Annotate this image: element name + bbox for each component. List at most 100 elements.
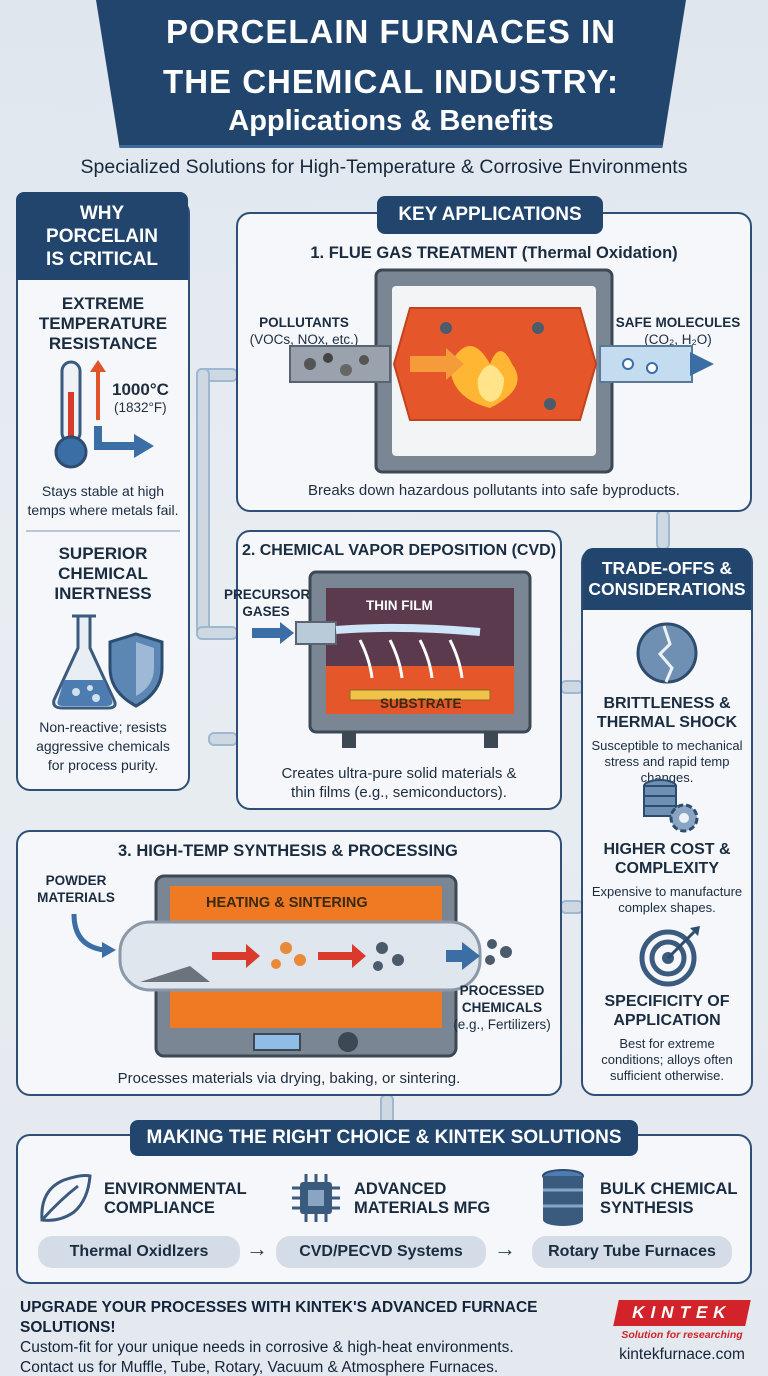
powder-label: POWDER MATERIALS: [28, 872, 124, 906]
cost-heading: HIGHER COST & COMPLEXITY: [583, 840, 751, 878]
brittleness-heading: BRITTLENESS & THERMAL SHOCK: [583, 694, 751, 732]
brittle-head-2: THERMAL SHOCK: [596, 714, 738, 731]
precursor-2: GASES: [242, 604, 290, 619]
thermal-oxidizers-pill[interactable]: Thermal Oxidlzers: [38, 1236, 240, 1268]
advanced-materials-label: ADVANCED MATERIALS MFG: [354, 1180, 490, 1218]
cost-head-1: HIGHER COST &: [603, 841, 731, 858]
leaf-icon: [40, 1174, 92, 1222]
choice-tag: MAKING THE RIGHT CHOICE & KINTEK SOLUTIO…: [130, 1120, 638, 1156]
why-tag-line2: PORCELAIN: [46, 225, 158, 247]
adv-1: ADVANCED: [354, 1180, 447, 1198]
website-link[interactable]: kintekfurnace.com: [619, 1346, 745, 1363]
coins-gear-icon: [643, 779, 699, 833]
inert-head-1: SUPERIOR: [58, 544, 148, 563]
specificity-heading: SPECIFICITY OF APPLICATION: [583, 992, 751, 1030]
connector-pipe: [196, 626, 238, 640]
flue-gas-oxidizer-illustration: [289, 268, 714, 474]
divider: [26, 530, 180, 532]
specificity-description: Best for extreme conditions; alloys ofte…: [585, 1036, 749, 1084]
rotary-tube-pill[interactable]: Rotary Tube Furnaces: [532, 1236, 732, 1268]
temp-desc-1: Stays stable at high: [41, 483, 165, 499]
barrel-icon: [542, 1169, 584, 1226]
header-banner: PORCELAIN FURNACES IN THE CHEMICAL INDUS…: [96, 0, 686, 148]
precursor-label: PRECURSOR GASES: [224, 586, 311, 620]
rotary-tube-furnace-illustration: [71, 874, 512, 1058]
inert-desc-1: Non-reactive; resists: [39, 719, 167, 735]
key-applications-tag: KEY APPLICATIONS: [377, 196, 603, 234]
brittle-desc-1: Susceptible to mechanical: [591, 738, 743, 753]
footer-line3: Contact us for Muffle, Tube, Rotary, Vac…: [20, 1359, 499, 1376]
safe-text: SAFE MOLECULES: [615, 315, 741, 330]
why-tag-line1: WHY: [79, 202, 125, 224]
thin-film-label: THIN FILM: [366, 598, 433, 613]
cost-desc-2: complex shapes.: [618, 900, 716, 915]
inertness-heading: SUPERIOR CHEMICAL INERTNESS: [22, 544, 184, 604]
heating-sintering-label: HEATING & SINTERING: [206, 895, 368, 911]
spec-desc-2: conditions; alloys often: [601, 1052, 733, 1067]
inert-desc-2: aggressive chemicals: [36, 738, 170, 754]
cvd-chamber-illustration: [252, 570, 532, 748]
arrow-icon: →: [246, 1236, 268, 1261]
inert-head-2: CHEMICAL: [58, 564, 148, 583]
header-title-line3: Applications & Benefits: [228, 105, 554, 137]
flue-gas-description: Breaks down hazardous pollutants into sa…: [308, 482, 680, 499]
spec-head-2: APPLICATION: [613, 1012, 721, 1029]
cvd-title: 2. CHEMICAL VAPOR DEPOSITION (CVD): [241, 542, 557, 559]
pollutants-label: POLLUTANTS (VOCs, NOx, etc.): [244, 314, 364, 348]
temp-celsius: 1000°C: [112, 380, 169, 399]
bulk-chemical-label: BULK CHEMICAL SYNTHESIS: [600, 1180, 738, 1218]
brittleness-description: Susceptible to mechanical stress and rap…: [585, 738, 749, 786]
temp-head-3: RESISTANCE: [48, 334, 158, 353]
temperature-description: Stays stable at high temps where metals …: [22, 482, 184, 520]
environmental-compliance-label: ENVIRONMENTAL COMPLIANCE: [104, 1180, 247, 1218]
connector-pipe: [208, 732, 238, 746]
spec-desc-1: Best for extreme: [619, 1036, 715, 1051]
synthesis-title: 3. HIGH-TEMP SYNTHESIS & PROCESSING: [118, 842, 458, 860]
footer-cta: UPGRADE YOUR PROCESSES WITH KINTEK'S ADV…: [20, 1299, 538, 1336]
subtitle: Specialized Solutions for High-Temperatu…: [80, 156, 688, 178]
why-porcelain-tag: WHY PORCELAIN IS CRITICAL: [16, 192, 188, 280]
cost-head-2: COMPLEXITY: [614, 860, 719, 877]
cost-description: Expensive to manufacture complex shapes.: [585, 884, 749, 916]
brittle-head-1: BRITTLENESS &: [603, 695, 731, 712]
pollutants-sub: (VOCs, NOx, etc.): [249, 332, 359, 347]
safe-molecules-label: SAFE MOLECULES (CO₂, H₂O): [612, 314, 744, 348]
flask-shield-icon: [52, 614, 164, 710]
temp-desc-2: temps where metals fail.: [27, 502, 179, 518]
connector-pipe: [656, 510, 670, 550]
trade-tag-1: TRADE-OFFS &: [601, 558, 733, 578]
processed-2: CHEMICALS: [461, 1000, 543, 1015]
powder-2: MATERIALS: [37, 890, 115, 905]
synthesis-description: Processes materials via drying, baking, …: [117, 1070, 461, 1087]
chip-icon: [292, 1174, 340, 1222]
footer-line2: Custom-fit for your unique needs in corr…: [20, 1339, 514, 1356]
env-2: COMPLIANCE: [104, 1199, 215, 1217]
spec-desc-3: sufficient otherwise.: [610, 1068, 724, 1083]
why-tag-line3: IS CRITICAL: [46, 248, 158, 270]
cvd-desc-2: thin films (e.g., semiconductors).: [291, 784, 507, 801]
processed-3: (e.g., Fertilizers): [453, 1017, 551, 1032]
header-title-line2: THE CHEMICAL INDUSTRY:: [163, 63, 619, 100]
env-1: ENVIRONMENTAL: [104, 1180, 247, 1198]
inertness-description: Non-reactive; resists aggressive chemica…: [22, 718, 184, 775]
bulk-2: SYNTHESIS: [600, 1199, 694, 1217]
temp-head-2: TEMPERATURE: [38, 314, 168, 333]
trade-offs-tag: TRADE-OFFS & CONSIDERATIONS: [583, 548, 751, 610]
inert-desc-3: for process purity.: [47, 757, 159, 773]
pollutants-text: POLLUTANTS: [259, 315, 349, 330]
inert-head-3: INERTNESS: [54, 584, 152, 603]
kintek-logo[interactable]: KINTEK: [613, 1300, 751, 1326]
temp-head-1: EXTREME: [61, 294, 145, 313]
temp-fahrenheit: (1832°F): [114, 400, 167, 415]
powder-1: POWDER: [45, 873, 107, 888]
trade-tag-2: CONSIDERATIONS: [588, 579, 746, 599]
temperature-heading: EXTREME TEMPERATURE RESISTANCE: [22, 294, 184, 354]
precursor-1: PRECURSOR: [224, 587, 311, 602]
cvd-pecvd-pill[interactable]: CVD/PECVD Systems: [276, 1236, 486, 1268]
processed-1: PROCESSED: [459, 983, 545, 998]
flue-gas-title: 1. FLUE GAS TREATMENT (Thermal Oxidation…: [310, 244, 678, 262]
footer-text: UPGRADE YOUR PROCESSES WITH KINTEK'S ADV…: [20, 1298, 630, 1376]
processed-label: PROCESSED CHEMICALS (e.g., Fertilizers): [446, 982, 558, 1033]
cvd-desc-1: Creates ultra-pure solid materials &: [281, 765, 517, 782]
thermometer-icon: [54, 360, 154, 469]
